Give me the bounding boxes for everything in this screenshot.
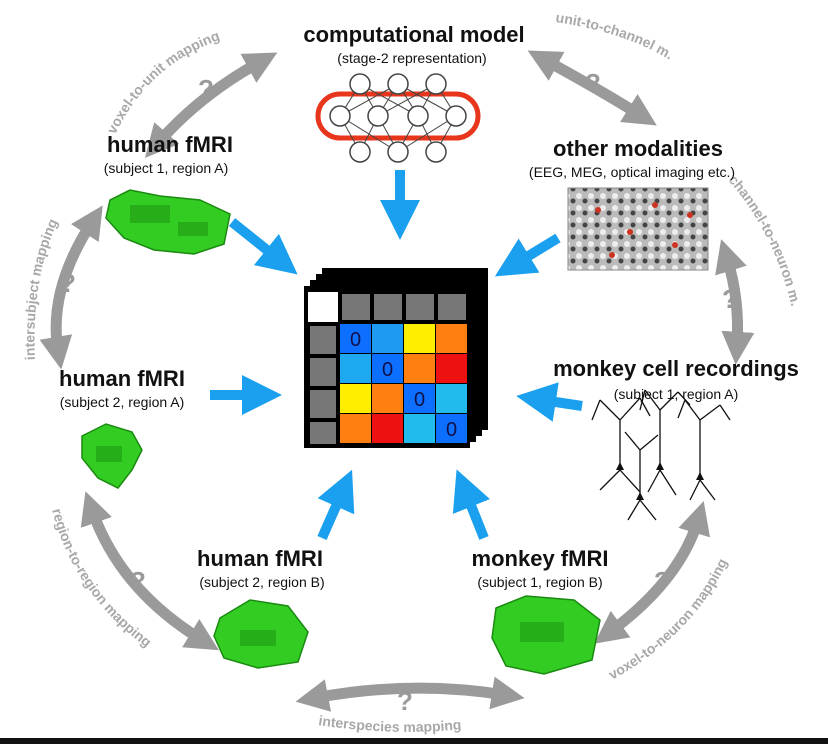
other-modalities-title: other modalities: [553, 136, 723, 161]
question-mark: ?: [130, 566, 146, 596]
human-fmri-2b-title: human fMRI: [197, 546, 323, 571]
rdm-cell: [372, 384, 403, 413]
arrow-intersubject: [39, 205, 103, 370]
computational-model-title: computational model: [303, 22, 525, 47]
arrow-interspecies: [295, 676, 525, 712]
rdm-cell: [436, 384, 467, 413]
label-unit-to-channel: unit-to-channel m.: [555, 9, 677, 62]
other-modalities-subtitle: (EEG, MEG, optical imaging etc.): [528, 164, 736, 180]
rdm-cell: [436, 414, 467, 443]
rdm-diagonal-zero: 0: [446, 419, 457, 441]
monkey-cell-subtitle: (subject 1, region A): [613, 386, 739, 402]
rdm-input-arrows: [210, 170, 583, 541]
rdm-diagonal-zero: 0: [414, 389, 425, 411]
rdm-cell: [404, 384, 435, 413]
rdm-diagonal-zero: 0: [350, 329, 361, 351]
computational-model-subtitle: (stage-2 representation): [337, 50, 487, 66]
neural-network-icon: [315, 73, 481, 163]
mapping-arrows: [39, 50, 755, 712]
question-mark: ?: [722, 284, 738, 314]
rdm-cell: [340, 354, 371, 383]
neuron-drawing-icon: [591, 389, 731, 521]
rdm-cell: [372, 354, 403, 383]
label-interspecies: interspecies mapping: [318, 712, 462, 735]
rdm-diagonal-zero: 0: [382, 359, 393, 381]
arrow-voxel-to-unit: [144, 52, 278, 158]
human-fmri-1-title: human fMRI: [107, 132, 233, 157]
human-fmri-1-subtitle: (subject 1, region A): [103, 160, 229, 176]
rdm-origin-cell: [308, 292, 338, 322]
question-mark: ?: [397, 686, 413, 716]
brain-shading: [96, 205, 564, 646]
arrow-region-to-region: [80, 491, 219, 651]
question-mark: ?: [654, 566, 670, 596]
question-marks: ? ? ? ? ? ? ?: [60, 68, 738, 716]
question-mark: ?: [60, 268, 76, 298]
rdm-cell: [404, 324, 435, 353]
arrow-from-monkey-cell: [516, 382, 583, 422]
human-fmri-2a-title: human fMRI: [59, 366, 185, 391]
arrow-from-human-fmri-1: [228, 218, 298, 275]
rdm-stimulus-images: [310, 294, 466, 444]
human-fmri-2b-subtitle: (subject 2, region B): [199, 574, 325, 590]
monkey-cell-title: monkey cell recordings: [553, 356, 799, 381]
rdm-cell: [404, 354, 435, 383]
arrow-voxel-to-neuron: [594, 501, 711, 644]
bottom-edge-bar: [0, 738, 828, 744]
arrow-from-monkey-fmri: [452, 469, 490, 540]
optical-imaging-image: [567, 187, 709, 271]
rdm-cell: [436, 354, 467, 383]
human-fmri-2a-subtitle: (subject 2, region A): [59, 394, 185, 410]
rdm-cell: [340, 384, 371, 413]
rdm-cell: [404, 414, 435, 443]
rdm-cell: [372, 324, 403, 353]
rdm-cell: [372, 414, 403, 443]
monkey-fmri-title: monkey fMRI: [471, 546, 609, 571]
question-mark: ?: [198, 74, 214, 104]
arrow-from-human-fmri-2b: [317, 469, 355, 541]
rdm-cell: [436, 324, 467, 353]
arrow-channel-to-neuron: [715, 239, 755, 365]
rdm-cell: [340, 324, 371, 353]
arrow-unit-to-channel: [527, 50, 657, 126]
monkey-fmri-subtitle: (subject 1, region B): [477, 574, 603, 590]
neuron-bodies: [616, 462, 704, 500]
arrow-from-other-modalities: [494, 233, 561, 277]
question-mark: ?: [585, 68, 601, 98]
rdm-cell: [340, 414, 371, 443]
